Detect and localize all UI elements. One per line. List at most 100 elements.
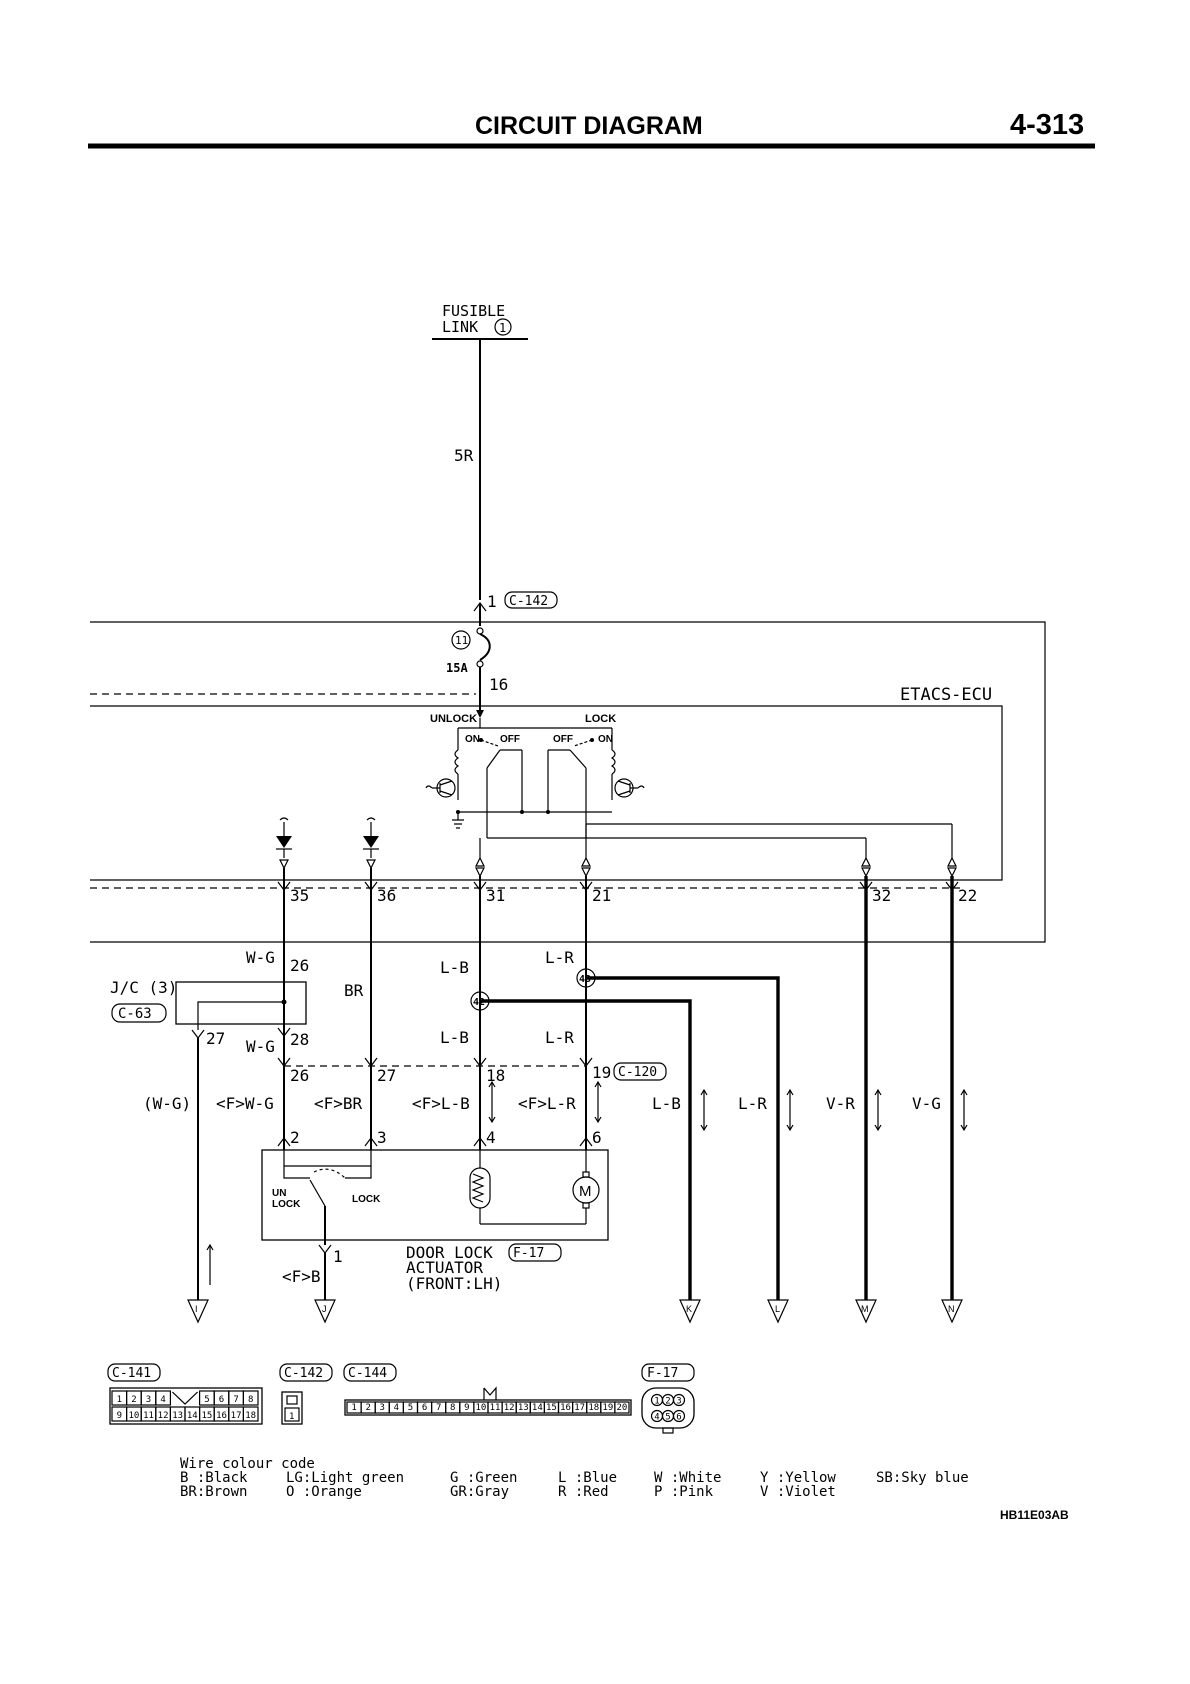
terminal-i-arrow <box>187 1299 209 1324</box>
terminal-n-arrow <box>941 1299 963 1324</box>
arrow-v-g <box>960 1088 968 1132</box>
jc-pin-28: 28 <box>290 1030 309 1049</box>
actuator-unlock-line-1: UN <box>272 1188 286 1199</box>
f17-pin-3-cavity <box>672 1393 686 1407</box>
c141-pin-15: 15 <box>201 1411 212 1421</box>
f17-pin-6: 6 <box>676 1413 681 1423</box>
c142-cavity <box>284 1407 300 1422</box>
arrow-w-g-up <box>206 1243 214 1285</box>
arrow-v-r <box>874 1088 882 1132</box>
terminal-i-label: I <box>195 1304 198 1314</box>
c144-pin-13: 13 <box>518 1403 529 1413</box>
c144-pin-9: 9 <box>464 1403 469 1413</box>
wire-label-paren-w-g: (W-G) <box>143 1094 191 1113</box>
splice-42 <box>470 991 490 1011</box>
fusible-link-label-2: LINK <box>442 318 478 336</box>
wire-label-f-l-b: <F>L-B <box>412 1094 470 1113</box>
unlock-on-label: ON <box>465 734 480 745</box>
lock-contact-arm <box>569 749 587 769</box>
fusible-link-number-circle <box>494 318 512 336</box>
ptc-thermistor-zigzag <box>471 1173 485 1203</box>
legend-y: Y :Yellow <box>760 1470 836 1486</box>
terminal-j: J <box>314 1299 336 1324</box>
lock-contact-link <box>573 739 593 747</box>
actuator-switch-arm <box>309 1179 326 1207</box>
terminal-m-arrow <box>855 1299 877 1324</box>
diode-36 <box>363 817 379 858</box>
view-tag-c144 <box>343 1363 397 1382</box>
ecu-pin-32: 32 <box>872 886 891 905</box>
c141-pin-8-cavity <box>242 1390 259 1406</box>
view-tag-f17 <box>641 1363 695 1382</box>
jc-internal-wire <box>197 1001 284 1030</box>
wire-label-f-br: <F>BR <box>314 1094 363 1113</box>
c144-pin-14: 14 <box>532 1403 543 1413</box>
actuator-pin-4: 4 <box>486 1128 496 1147</box>
splice-43-label: 43 <box>579 974 591 985</box>
wire-label-l-b-mid: L-B <box>440 1028 469 1047</box>
wire-label-f-l-r: <F>L-R <box>518 1094 576 1113</box>
c144-pin-17: 17 <box>574 1403 585 1413</box>
relay-unlock-label: UNLOCK <box>430 713 477 725</box>
figure-code: HB11E03AB <box>1000 1508 1069 1522</box>
relay-bus-dot-1 <box>520 810 524 814</box>
connector-tag-f17-text: F-17 <box>513 1246 544 1261</box>
diode-35-input <box>279 817 289 821</box>
c141-pin-13: 13 <box>172 1411 183 1421</box>
c141-key <box>171 1391 199 1405</box>
output-triangle-36 <box>366 859 376 870</box>
output-triangle-32-down <box>861 867 871 878</box>
connector-tag-c142-text: C-142 <box>509 594 548 609</box>
actuator-unlock-line-2: LOCK <box>272 1199 301 1210</box>
actuator-title-2: ACTUATOR <box>406 1258 483 1277</box>
c141-pin-12: 12 <box>158 1411 169 1421</box>
c144-pin-20: 20 <box>617 1403 628 1413</box>
actuator-mark-2 <box>277 1137 291 1147</box>
jc-name: J/C (3) <box>110 978 177 997</box>
diode-36-input <box>366 817 376 821</box>
arrow-19 <box>594 1080 602 1124</box>
connector-tag-c63-text: C-63 <box>118 1006 152 1022</box>
c144-pin-11: 11 <box>490 1403 501 1413</box>
connector-tag-c63 <box>111 1003 167 1023</box>
legend-br: BR:Brown <box>180 1484 247 1500</box>
relay-lock-label: LOCK <box>585 713 616 725</box>
legend-g: G :Green <box>450 1470 517 1486</box>
jc-box <box>175 981 307 1025</box>
fuse-element <box>479 633 491 661</box>
c144-shell <box>344 1399 632 1416</box>
c141-pin-6: 6 <box>219 1395 224 1405</box>
terminal-j-arrow <box>314 1299 336 1324</box>
c141-pin-16: 16 <box>216 1411 227 1421</box>
c144-pin-12: 12 <box>504 1403 515 1413</box>
c144-pin-10: 10 <box>476 1403 487 1413</box>
c144-pin-8: 8 <box>450 1403 455 1413</box>
legend-v: V :Violet <box>760 1484 836 1500</box>
jc-pin-27-mark <box>191 1029 205 1039</box>
connector-tag-c120 <box>613 1062 667 1081</box>
c141-pin-5: 5 <box>204 1395 209 1405</box>
c144-pin-6: 6 <box>422 1403 427 1413</box>
f17-pin-4: 4 <box>654 1413 659 1423</box>
c144-pin-19: 19 <box>602 1403 613 1413</box>
c141-pin-4-cavity <box>155 1390 172 1406</box>
legend-b: B :Black <box>180 1470 248 1486</box>
legend-sb: SB:Sky blue <box>876 1470 969 1486</box>
c120-pin-26: 26 <box>290 1066 309 1085</box>
c141-pin-10: 10 <box>128 1411 139 1421</box>
connector-tag-c120-text: C-120 <box>618 1065 657 1080</box>
actuator-pin-1-mark <box>318 1244 332 1254</box>
output-triangle-31-up <box>475 856 485 867</box>
actuator-lock-switch-wiring <box>283 1150 372 1167</box>
terminal-j-label: J <box>322 1304 327 1314</box>
ecu-pin-36: 36 <box>377 886 396 905</box>
wire-5r-label: 5R <box>454 446 474 465</box>
actuator-mark-6 <box>579 1137 593 1147</box>
ecu-pin-35: 35 <box>290 886 309 905</box>
output-triangle-21-up <box>581 856 591 867</box>
relay-unlock: ON OFF <box>454 728 523 838</box>
transistor-lock-symbol <box>617 780 638 796</box>
c120-pin-27: 27 <box>377 1066 396 1085</box>
wire-label-l-r-bottom: L-R <box>738 1094 767 1113</box>
jc-pin-27: 27 <box>206 1029 225 1048</box>
